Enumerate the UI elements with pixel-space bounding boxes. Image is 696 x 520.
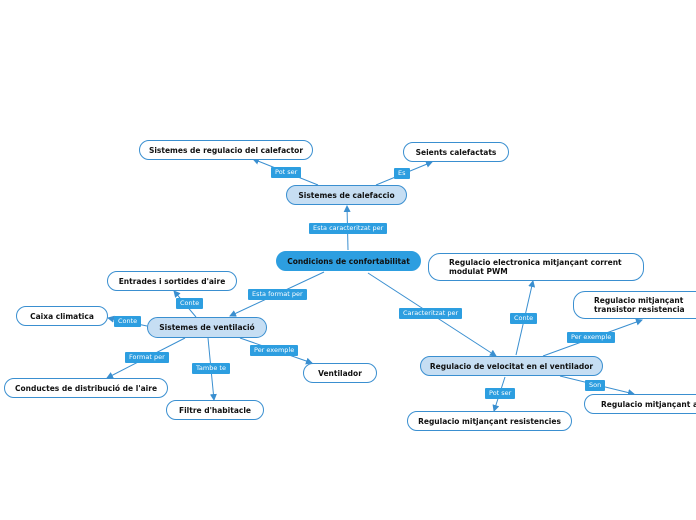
node-pwm-regulation[interactable]: Regulacio electronica mitjançant corrent… xyxy=(428,253,644,281)
link-label-is: Es xyxy=(394,168,410,179)
node-heated-seats[interactable]: Seients calefactats xyxy=(403,142,509,162)
node-heating-regulation[interactable]: Sistemes de regulacio del calefactor xyxy=(139,140,313,160)
link-label-for-example-transistor: Per exemple xyxy=(567,332,616,343)
link-label-contains-pwm: Conte xyxy=(510,313,538,324)
link-label-also: Tambe te xyxy=(192,363,230,374)
link-label-can-be: Pot ser xyxy=(271,167,302,178)
node-resistor-regulation[interactable]: Regulacio mitjançant resistencies xyxy=(407,411,572,431)
link-label-contains-inlets: Conte xyxy=(176,298,204,309)
node-heating-system[interactable]: Sistemes de calefaccio xyxy=(286,185,407,205)
link-label-formed-by-ducts: Format per xyxy=(125,352,169,363)
link-label-are: Son xyxy=(585,380,606,391)
link-label-for-example-fan: Per exemple xyxy=(250,345,299,356)
node-fan[interactable]: Ventilador xyxy=(303,363,377,383)
node-transistor-regulation[interactable]: Regulacio mitjançant transistor resisten… xyxy=(573,291,696,319)
node-air-inlets[interactable]: Entrades i sortides d'aire xyxy=(107,271,237,291)
link-label-characterized-by-heating: Esta caracteritzat per xyxy=(309,223,388,234)
node-cabin-filter[interactable]: Filtre d'habitacle xyxy=(166,400,264,420)
node-climate-box[interactable]: Caixa climatica xyxy=(16,306,108,326)
node-fan-speed-regulation[interactable]: Regulacio de velocitat en el ventilador xyxy=(420,356,603,376)
node-air-ducts[interactable]: Conductes de distribució de l'aire xyxy=(4,378,168,398)
link-label-can-be-resistor: Pot ser xyxy=(485,388,516,399)
link-label-contains-box: Conte xyxy=(114,316,142,327)
root-node[interactable]: Condicions de confortabilitat xyxy=(276,251,421,271)
node-adjust-regulation[interactable]: Regulacio mitjançant aj xyxy=(584,394,696,414)
link-label-characterized-by-speed: Caracteritzat per xyxy=(399,308,463,319)
link-label-formed-by: Esta format per xyxy=(248,289,307,300)
node-ventilation-system[interactable]: Sistemes de ventilació xyxy=(147,317,267,338)
